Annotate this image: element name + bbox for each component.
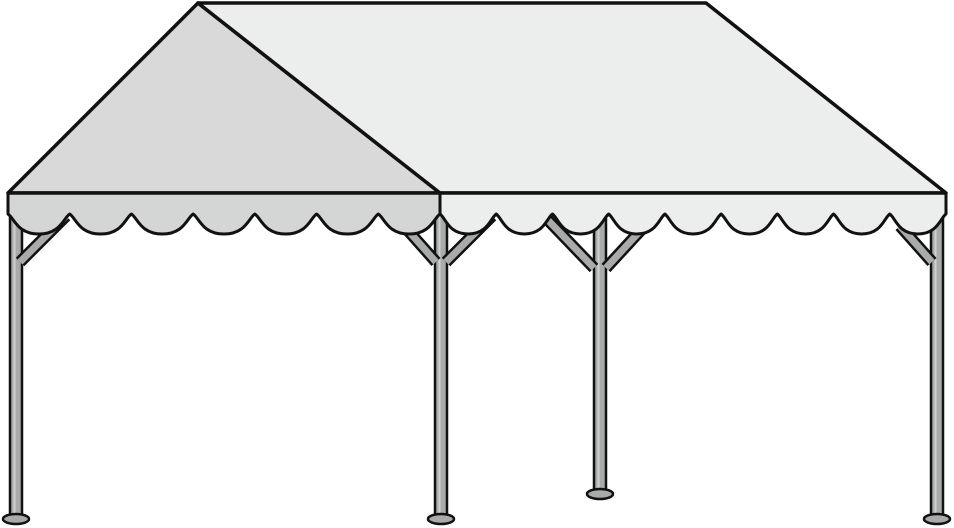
tent-foot: [922, 512, 952, 526]
tent-foot: [1, 512, 31, 526]
tent-feet: [1, 487, 952, 526]
tent-pole: [592, 212, 608, 494]
tent-brace: [541, 213, 597, 271]
valance-side: [6, 191, 442, 236]
tent-poles: [8, 208, 945, 520]
valance-front: [438, 191, 948, 236]
tent-foot: [585, 487, 615, 501]
tent-foot: [426, 512, 456, 526]
